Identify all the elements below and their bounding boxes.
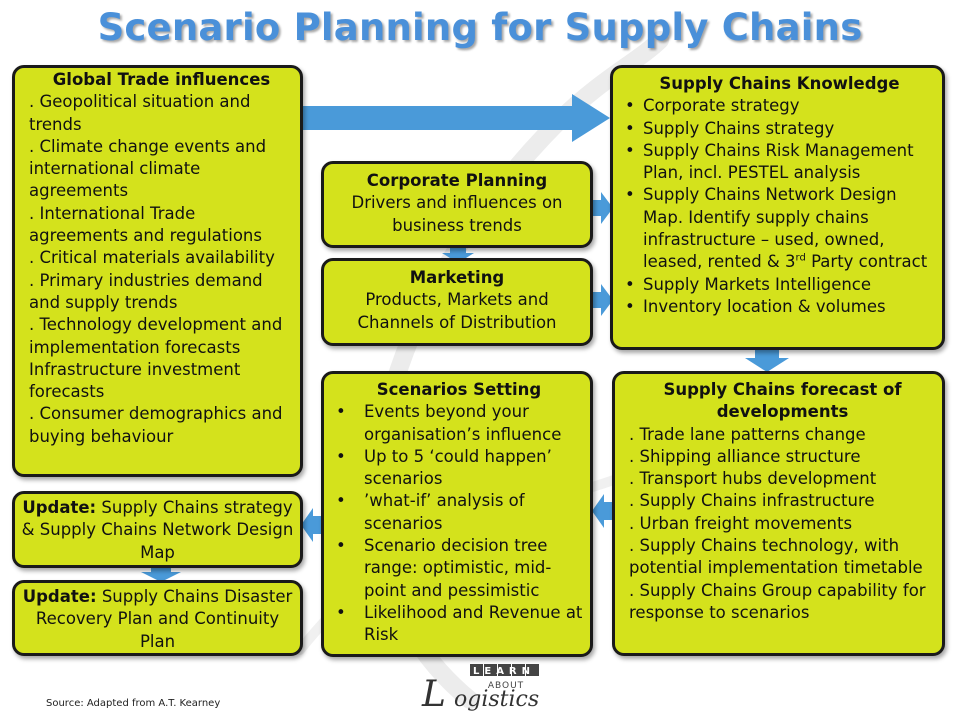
forecast-item: . Trade lane patterns change [629, 424, 866, 444]
global-trade-item: . Geopolitical situation and trends [29, 92, 251, 134]
logo-initial-letter: L [421, 674, 446, 714]
arrow-scenarios-to-update [301, 508, 325, 542]
knowledge-heading: Supply Chains Knowledge [659, 74, 900, 93]
page-title: Scenario Planning for Supply Chains [97, 6, 863, 49]
update-recovery-body: Supply Chains Disaster Recovery Plan and… [35, 587, 293, 651]
global-trade-item: . Primary industries demand and supply t… [29, 270, 263, 312]
arrow-knowledge-to-forecast [745, 348, 789, 372]
forecast-item: . Supply Chains Group capability for res… [629, 580, 926, 622]
knowledge-item: Inventory location & volumes [623, 296, 936, 319]
knowledge-item: Corporate strategy [623, 95, 936, 118]
corporate-planning-body: Drivers and influences on business trend… [351, 193, 563, 235]
knowledge-item: Supply Chains Risk Management Plan, incl… [623, 140, 936, 185]
logo-learn-text: LEARN [473, 666, 535, 677]
global-trade-item: Infrastructure investment forecasts [29, 359, 241, 402]
knowledge-item-network-tail: Party contract [805, 252, 928, 272]
knowledge-box: Supply Chains Knowledge Corporate strate… [610, 65, 945, 350]
corporate-planning-box: Corporate Planning Drivers and influence… [321, 161, 593, 248]
scenarios-heading: Scenarios Setting [376, 380, 542, 399]
update-strategy-label: Update: [22, 498, 97, 517]
learn-about-logistics-logo: LEARN ABOUT L ogistics [421, 664, 539, 714]
update-strategy-box: Update: Supply Chains strategy & Supply … [12, 491, 303, 568]
arrow-update-to-update [141, 566, 181, 582]
source-caption: Source: Adapted from A.T. Kearney [46, 698, 221, 709]
global-trade-heading: Global Trade influences [52, 70, 271, 89]
arrow-corporate-to-knowledge [591, 192, 613, 224]
knowledge-superscript: rd [795, 252, 806, 264]
corporate-planning-heading: Corporate Planning [366, 171, 548, 190]
forecast-item: . Urban freight movements [629, 513, 853, 533]
arrow-forecast-to-scenarios [592, 494, 614, 528]
global-trade-item: . Consumer demographics and buying behav… [29, 404, 283, 446]
knowledge-item: Supply Markets Intelligence [623, 274, 936, 297]
logo-learn-tiles [470, 664, 539, 676]
scenarios-item: ’what-if’ analysis of scenarios [334, 490, 584, 535]
scenarios-box: Scenarios Setting Events beyond your org… [321, 371, 593, 657]
update-recovery-label: Update: [22, 587, 97, 606]
marketing-box: Marketing Products, Markets and Channels… [321, 258, 593, 346]
scenarios-item: Scenario decision tree range: optimistic… [334, 535, 584, 602]
update-strategy-body: Supply Chains strategy & Supply Chains N… [21, 498, 294, 562]
scenarios-item: Events beyond your organisation’s influe… [334, 401, 584, 446]
knowledge-item-network: Supply Chains Network Design Map. Identi… [623, 184, 936, 273]
global-trade-box: Global Trade influences . Geopolitical s… [12, 65, 303, 477]
forecast-item: . Supply Chains infrastructure [629, 491, 875, 511]
marketing-body: Products, Markets and Channels of Distri… [357, 290, 557, 332]
marketing-heading: Marketing [409, 268, 505, 287]
forecast-item: . Transport hubs development [629, 469, 877, 489]
update-recovery-box: Update: Supply Chains Disaster Recovery … [12, 580, 303, 656]
global-trade-item: . Climate change events and internationa… [29, 136, 267, 201]
global-trade-item: . Critical materials availability [29, 248, 275, 268]
global-trade-item: . Technology development and implementat… [29, 315, 283, 357]
forecast-box: Supply Chains forecast of developments .… [612, 371, 945, 656]
scenarios-item: Likelihood and Revenue at Risk [334, 602, 584, 647]
forecast-item: . Supply Chains technology, with potenti… [629, 536, 923, 578]
knowledge-item: Supply Chains strategy [623, 118, 936, 141]
logo-logistics-text: ogistics [454, 687, 539, 712]
forecast-item: . Shipping alliance structure [629, 446, 861, 466]
logo-about-text: ABOUT [488, 681, 524, 691]
global-trade-item: . International Trade agreements and reg… [29, 203, 262, 246]
arrow-global-to-knowledge [300, 94, 610, 142]
scenarios-item: Up to 5 ‘could happen’ scenarios [334, 446, 584, 491]
knowledge-item-network-text: Supply Chains Network Design Map. Identi… [643, 185, 897, 272]
arrow-marketing-to-knowledge [591, 284, 613, 316]
arrow-corporate-to-marketing [442, 245, 474, 263]
forecast-heading: Supply Chains forecast of developments [663, 380, 902, 422]
